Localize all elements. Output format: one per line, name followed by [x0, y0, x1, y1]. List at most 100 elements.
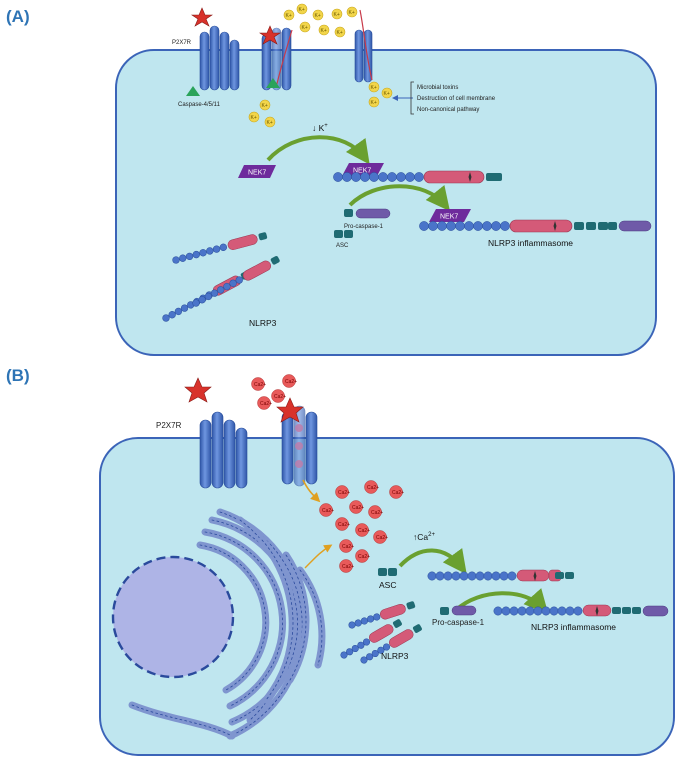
svg-text:Ca2+: Ca2+	[352, 505, 364, 511]
pro-caspase-label-b: Pro-caspase-1	[432, 618, 485, 627]
svg-text:K+: K+	[321, 28, 327, 34]
k-ion: K+	[331, 8, 343, 20]
ca-ions: Ca2+ Ca2+ Ca2+ Ca2+ Ca2+ Ca2+ Ca2+ Ca2+ …	[251, 374, 404, 573]
svg-text:Ca2+: Ca2+	[322, 508, 334, 514]
nucleus	[111, 555, 235, 679]
k-ion: K+	[264, 116, 276, 128]
svg-text:K+: K+	[334, 12, 340, 18]
ca-ion: Ca2+	[271, 389, 286, 403]
nlrp3-label-b: NLRP3	[381, 651, 409, 661]
k-ion: K+	[283, 9, 295, 21]
trigger-item-1: Destruction of cell membrane	[417, 96, 496, 102]
svg-text:K+: K+	[371, 100, 377, 106]
nlrp3-nek7-complex: NEK7	[333, 163, 502, 184]
svg-text:K+: K+	[384, 91, 390, 97]
nlrp3-inactive-b	[340, 601, 422, 664]
ca-ion: Ca2+	[364, 480, 379, 494]
k-ion: K+	[318, 24, 330, 36]
svg-text:K+: K+	[262, 103, 268, 109]
p2x7r-receptor-b	[199, 411, 248, 489]
svg-text:K+: K+	[302, 25, 308, 31]
ca-ion: Ca2+	[339, 559, 354, 573]
k-ion: K+	[299, 21, 311, 33]
nlrp3-inflammasome-a: NEK7	[419, 209, 652, 233]
trigger-item-2: Non-canonical pathway	[417, 107, 479, 113]
k-ion: K+	[334, 26, 346, 38]
svg-text:K+: K+	[349, 10, 355, 16]
k-ion: K+	[312, 9, 324, 21]
trigger-bracket	[410, 81, 414, 115]
ca-ion: Ca2+	[335, 517, 350, 531]
pro-caspase-1-a	[344, 208, 391, 219]
svg-text:K+: K+	[315, 13, 321, 19]
panel-b-label: (B)	[6, 366, 30, 385]
asc-label-b: ASC	[379, 580, 396, 590]
nlrp3-inactive-a	[162, 232, 280, 322]
nek7-binding-arrow	[266, 135, 370, 165]
assembly-arrow-b	[454, 588, 549, 614]
svg-text:Ca2+: Ca2+	[338, 490, 350, 496]
svg-text:Ca2+: Ca2+	[342, 564, 354, 570]
k-ion: K+	[368, 81, 380, 93]
svg-text:Ca2+: Ca2+	[376, 535, 388, 541]
k-ion: K+	[259, 99, 271, 111]
svg-text:Ca2+: Ca2+	[392, 490, 404, 496]
svg-text:K+: K+	[286, 13, 292, 19]
asc-binding-arrow	[398, 548, 467, 575]
nek7-free: NEK7	[238, 165, 276, 178]
ca-ion: Ca2+	[319, 503, 334, 517]
ca-ion: Ca2+	[257, 396, 272, 410]
membrane-channel-a	[354, 9, 373, 83]
assembly-arrow-a	[348, 184, 451, 212]
svg-text:K+: K+	[299, 7, 305, 13]
ca-ion: Ca2+	[335, 485, 350, 499]
k-ions: K+ K+ K+ K+ K+ K+ K+ K+ K+ K+ K+ K+ K+ K…	[248, 3, 393, 128]
svg-text:Ca2+: Ca2+	[358, 554, 370, 560]
nlrp3-inflammasome-b	[493, 604, 669, 617]
atp-star-icon-b	[184, 377, 212, 403]
p2x7r-label-a: P2X7R	[172, 40, 192, 46]
ca-ion: Ca2+	[355, 549, 370, 563]
ca-ion: Ca2+	[339, 539, 354, 553]
svg-text:K+: K+	[251, 115, 257, 121]
svg-text:Ca2+: Ca2+	[358, 528, 370, 534]
svg-text:K+: K+	[267, 120, 273, 126]
k-ion: K+	[368, 96, 380, 108]
svg-text:Ca2+: Ca2+	[274, 394, 286, 400]
k-ion: K+	[296, 3, 308, 15]
ca-ion: Ca2+	[368, 505, 383, 519]
pro-caspase-1-b	[440, 605, 477, 616]
ca-ion: Ca2+	[373, 530, 388, 544]
ca-ion: Ca2+	[389, 485, 404, 499]
endoplasmic-reticulum	[128, 508, 326, 740]
ca-rise-label: ↑Ca2+	[413, 532, 435, 542]
nlrp3-label-a: NLRP3	[249, 318, 277, 328]
ca-ion: Ca2+	[349, 500, 364, 514]
asc-a	[334, 230, 353, 238]
k-efflux-label: ↓ K+	[312, 123, 328, 133]
p2x7r-label-b: P2X7R	[156, 421, 182, 430]
caspase-triangle-icon	[186, 86, 200, 96]
panel-a-label: (A)	[6, 7, 30, 26]
svg-text:K+: K+	[371, 85, 377, 91]
ca-ion: Ca2+	[355, 523, 370, 537]
p2x7r-receptor-a	[199, 25, 240, 91]
svg-text:NEK7: NEK7	[440, 214, 458, 221]
nlrp3-asc-complex-b	[427, 569, 574, 582]
k-ion: K+	[346, 6, 358, 18]
svg-text:Ca2+: Ca2+	[367, 485, 379, 491]
trigger-item-0: Microbial toxins	[417, 85, 458, 91]
er-release-arrow	[304, 544, 333, 569]
caspase-label: Caspase-4/5/11	[178, 102, 221, 108]
ca-influx-arrow	[302, 479, 321, 503]
atp-star-icon-b2	[276, 397, 304, 423]
svg-text:K+: K+	[337, 30, 343, 36]
caspase-triangle-icon-2	[266, 78, 280, 88]
svg-text:Ca2+: Ca2+	[285, 379, 297, 385]
pro-caspase-label-a: Pro-caspase-1	[344, 224, 384, 230]
inflammasome-label-b: NLRP3 inflammasome	[531, 622, 616, 632]
pore-receptor-b	[281, 405, 318, 487]
ca-ion: Ca2+	[282, 374, 297, 388]
atp-star-icon-2	[259, 25, 281, 45]
